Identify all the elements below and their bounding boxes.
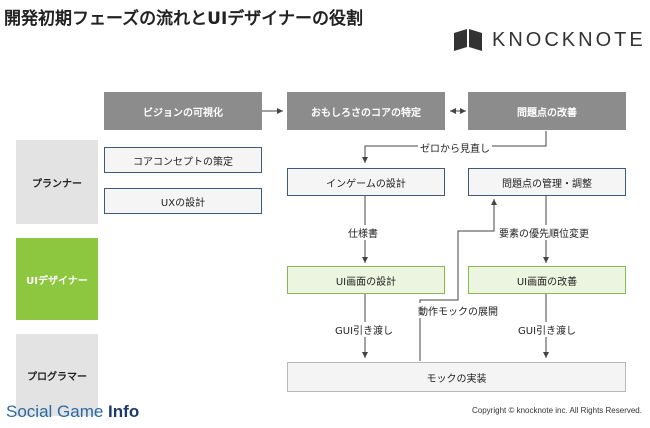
brand-logo: KNOCKNOTE xyxy=(454,28,646,52)
box-ui-design: UI画面の設計 xyxy=(287,266,445,294)
label-spec: 仕様書 xyxy=(346,225,380,240)
role-programmer: プログラマー xyxy=(16,334,98,416)
copyright: Copyright © knocknote inc. All Rights Re… xyxy=(472,406,642,415)
header-vision: ビジョンの可視化 xyxy=(104,92,262,130)
role-ui-designer: UIデザイナー xyxy=(16,238,98,320)
label-priority: 要素の優先順位変更 xyxy=(497,225,591,240)
box-ui-improve: UI画面の改善 xyxy=(468,266,626,294)
header-core: おもしろさのコアの特定 xyxy=(287,92,445,130)
label-mock-deploy: 動作モックの展開 xyxy=(416,303,500,318)
box-core-concept: コアコンセプトの策定 xyxy=(104,147,262,173)
header-improve: 問題点の改善 xyxy=(468,92,626,130)
watermark-part2: Info xyxy=(108,402,140,421)
page-title: 開発初期フェーズの流れとUIデザイナーの役割 xyxy=(4,9,363,29)
role-planner: プランナー xyxy=(16,140,98,224)
label-gui-handoff-2: GUI引き渡し xyxy=(516,322,579,337)
brand-name: KNOCKNOTE xyxy=(492,28,646,51)
watermark: Social Game Info xyxy=(6,402,139,422)
box-mock-implementation: モックの実装 xyxy=(287,362,626,392)
label-gui-handoff-1: GUI引き渡し xyxy=(333,322,396,337)
box-issue-management: 問題点の管理・調整 xyxy=(468,168,626,196)
box-ingame-design: インゲームの設計 xyxy=(287,168,445,196)
book-logo-icon xyxy=(454,29,482,51)
watermark-part1: Social Game xyxy=(6,402,109,421)
box-ux-design: UXの設計 xyxy=(104,188,262,214)
label-zero-review: ゼロから見直し xyxy=(418,140,492,155)
